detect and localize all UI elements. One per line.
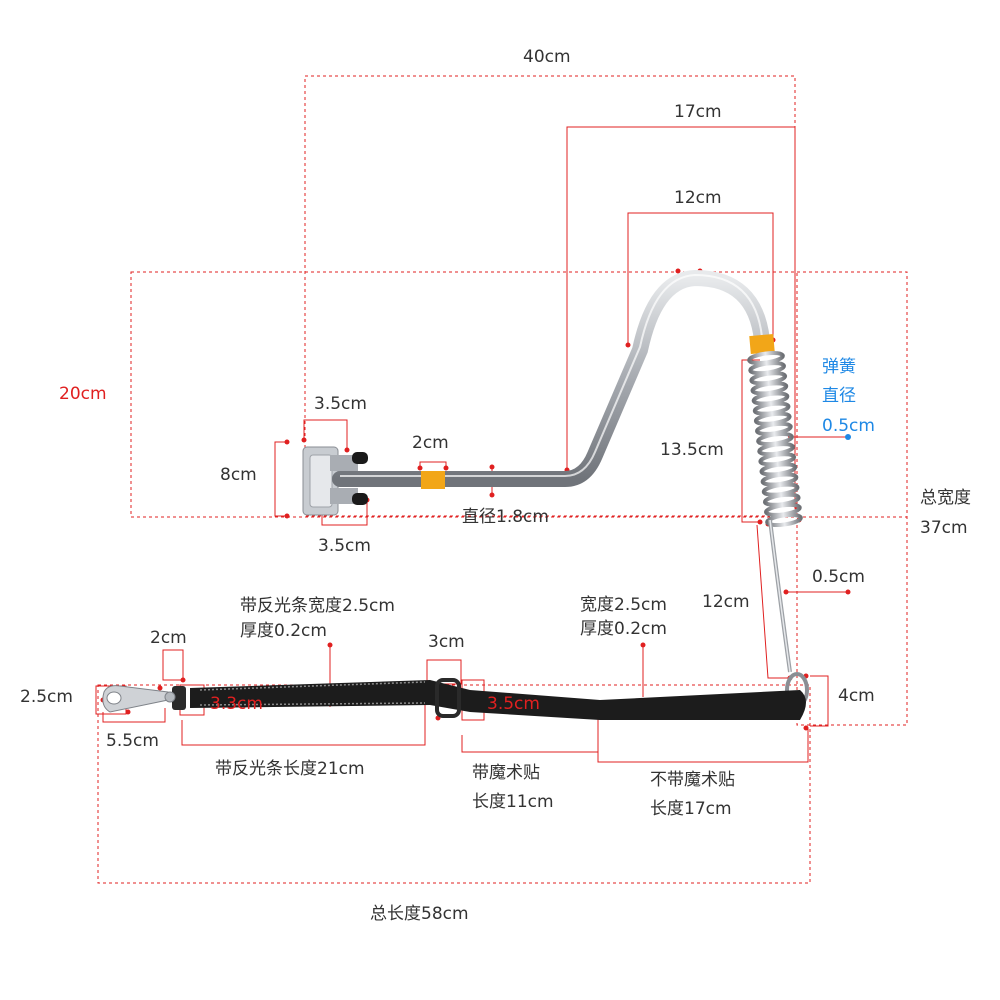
- label-band-2cm: 2cm: [412, 433, 449, 453]
- dim-line-reflective-length: [181, 700, 426, 746]
- label-spring-title-2: 直径: [822, 386, 856, 406]
- label-loop-4cm: 4cm: [838, 686, 875, 706]
- label-wire-thickness: 0.5cm: [812, 567, 865, 587]
- nylon-strap: [172, 678, 806, 720]
- dim-line-8cm: [274, 441, 287, 517]
- dim-line-12cm-wire: [756, 524, 790, 679]
- label-clamp-height: 8cm: [220, 465, 257, 485]
- label-total-width-1: 总宽度: [920, 488, 971, 508]
- label-ring-3cm: 3cm: [428, 632, 465, 652]
- spring-coil-ring: [765, 512, 803, 528]
- dim-line-4cm: [810, 675, 829, 727]
- snap-hook: [102, 685, 176, 713]
- guide-box-total-width: [796, 271, 908, 726]
- dim-line-12cm-top: [627, 212, 774, 345]
- dim-line-velcro: [461, 715, 599, 753]
- label-spring-title-1: 弹簧: [822, 357, 856, 377]
- dimension-lines: [95, 126, 848, 763]
- label-strap-width-2: 厚度0.2cm: [580, 619, 667, 639]
- label-reflective-length: 带反光条长度21cm: [215, 759, 365, 779]
- label-hook-5-5cm: 5.5cm: [106, 731, 159, 751]
- yellow-band-rod: [421, 471, 445, 489]
- label-clamp-top: 3.5cm: [314, 394, 367, 414]
- guide-box-total-length: [97, 684, 811, 884]
- steel-rod: [332, 269, 770, 487]
- label-reflective-width-1: 带反光条宽度2.5cm: [240, 596, 395, 616]
- dim-box-hook-2cm: [162, 649, 184, 681]
- label-no-velcro-2: 长度17cm: [650, 799, 732, 819]
- label-ring-3-5cm: 3.5cm: [487, 694, 540, 714]
- label-velcro-2: 长度11cm: [472, 792, 554, 812]
- label-velcro-1: 带魔术贴: [472, 763, 540, 783]
- label-no-velcro-1: 不带魔术贴: [650, 770, 735, 790]
- label-length-12cm-top: 12cm: [674, 188, 722, 208]
- label-clamp-bottom: 3.5cm: [318, 536, 371, 556]
- label-spring-diameter: 0.5cm: [822, 416, 875, 436]
- label-hook-2-5cm: 2.5cm: [20, 687, 73, 707]
- dim-line-17cm: [566, 126, 796, 505]
- label-total-length: 总长度58cm: [370, 904, 469, 924]
- label-strap-width-1: 宽度2.5cm: [580, 595, 667, 615]
- label-total-width-2: 37cm: [920, 518, 968, 538]
- label-spring-length: 13.5cm: [660, 440, 724, 460]
- label-length-17cm: 17cm: [674, 102, 722, 122]
- label-width-40cm: 40cm: [523, 47, 571, 67]
- label-reflective-width-2: 厚度0.2cm: [240, 621, 327, 641]
- label-wire-length: 12cm: [702, 592, 750, 612]
- dim-line-5-5cm: [102, 708, 166, 723]
- dim-line-no-velcro: [597, 728, 809, 763]
- dim-line-2cm-band: [419, 461, 447, 468]
- marker-dots: [100, 268, 851, 731]
- dim-line-clamp-top: [303, 419, 348, 450]
- label-rod-diameter: 直径1.8cm: [462, 507, 549, 527]
- spring-coil: [747, 350, 803, 528]
- label-hook-2cm: 2cm: [150, 628, 187, 648]
- label-buckle-3-3cm: 3.3cm: [210, 694, 263, 714]
- label-height-20cm: 20cm: [59, 384, 107, 404]
- spring-marker-dot: [845, 434, 851, 440]
- yellow-band-spring: [749, 333, 775, 355]
